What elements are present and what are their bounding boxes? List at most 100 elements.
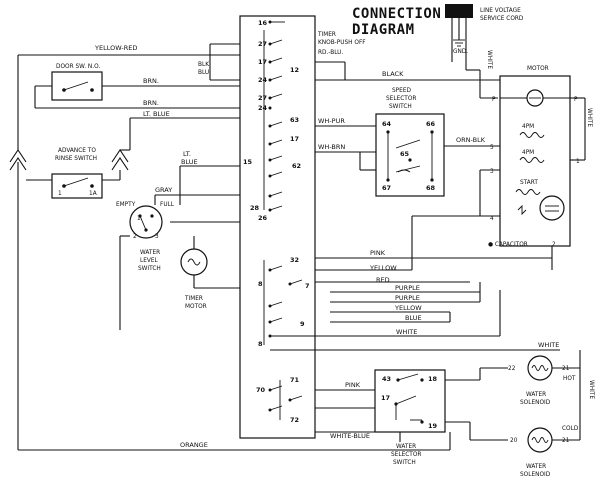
diagram-title-line1: CONNECTION bbox=[352, 6, 441, 22]
wire-yellow-2: YELLOW bbox=[394, 304, 422, 312]
rinse-t1: 1 bbox=[58, 191, 62, 197]
motor-capacitor-label: ● CAPACITOR bbox=[488, 242, 528, 248]
timer-box bbox=[239, 15, 316, 439]
motor-p1: P bbox=[492, 97, 496, 103]
wire-gray: GRAY bbox=[155, 186, 172, 194]
svg-text:9: 9 bbox=[300, 320, 305, 328]
motor-p2: P bbox=[574, 97, 578, 103]
cord-white-label: WHITE bbox=[486, 50, 492, 69]
water-level-t1: 1 bbox=[137, 216, 141, 222]
motor-label: MOTOR bbox=[527, 66, 549, 72]
hot-t22: 22 bbox=[508, 366, 516, 372]
cold-label: COLD bbox=[562, 426, 579, 432]
timer-motor-label1: TIMER bbox=[184, 296, 203, 302]
speed-t65: 65 bbox=[400, 150, 410, 158]
svg-text:27: 27 bbox=[258, 94, 267, 102]
speed-t66: 66 bbox=[426, 120, 436, 128]
wire-wh-pur: WH-PUR bbox=[318, 117, 345, 125]
gnd-label: GND. bbox=[453, 49, 468, 55]
line-cord-label2: SERVICE CORD bbox=[480, 16, 524, 22]
water-level-empty: EMPTY bbox=[116, 202, 136, 208]
water-switch-label1: WATER bbox=[396, 444, 416, 450]
wire-wh-brn: WH-BRN bbox=[318, 143, 345, 151]
wire-yellow-red: YELLOW-RED bbox=[94, 44, 137, 52]
motor-white-label: WHITE bbox=[586, 108, 592, 127]
water-t17: 17 bbox=[381, 394, 390, 402]
wire-red: RED bbox=[376, 276, 390, 284]
motor-t1: 1 bbox=[576, 159, 580, 165]
timer-knob-label: KNOB-PUSH OFF bbox=[318, 40, 366, 46]
svg-text:24: 24 bbox=[258, 104, 268, 112]
wire-blk: BLK. bbox=[198, 62, 211, 68]
wire-brn-1: BRN. bbox=[143, 77, 159, 85]
motor-t5: 5 bbox=[490, 145, 494, 151]
wire-orange: ORANGE bbox=[180, 441, 208, 449]
svg-text:72: 72 bbox=[290, 416, 299, 424]
svg-text:70: 70 bbox=[256, 386, 266, 394]
motor-t4: 4 bbox=[490, 216, 494, 222]
hot-solenoid-label2: SOLENOID bbox=[520, 400, 551, 406]
svg-text:63: 63 bbox=[290, 116, 299, 124]
wire-white-2: WHITE bbox=[538, 341, 559, 349]
rinse-t1a: 1A bbox=[89, 191, 97, 197]
speed-t68: 68 bbox=[426, 184, 436, 192]
water-level-label1: WATER bbox=[140, 250, 160, 256]
motor-t2: 2 bbox=[552, 242, 556, 248]
svg-text:27: 27 bbox=[258, 40, 267, 48]
water-level-t3: 3 bbox=[155, 234, 159, 240]
speed-switch-label2: SELECTOR bbox=[386, 96, 416, 102]
speed-switch-label1: SPEED bbox=[392, 88, 412, 94]
wire-pink-2: PINK bbox=[345, 381, 361, 389]
water-level-switch bbox=[129, 205, 163, 239]
motor-t3: 3 bbox=[490, 169, 494, 175]
water-level-t2: 2 bbox=[133, 234, 137, 240]
speed-t64: 64 bbox=[382, 120, 392, 128]
motor-start: START bbox=[520, 180, 538, 186]
svg-text:26: 26 bbox=[258, 214, 268, 222]
wire-purple-1: PURPLE bbox=[395, 284, 420, 292]
timer-motor-label2: MOTOR bbox=[185, 304, 207, 310]
water-level-label3: SWITCH bbox=[138, 266, 161, 272]
water-t43: 43 bbox=[382, 375, 391, 383]
wire-white: WHITE bbox=[396, 328, 417, 336]
water-level-full: FULL bbox=[160, 202, 175, 208]
motor-4pm-1: 4PM bbox=[522, 124, 534, 130]
speed-selector-switch bbox=[375, 113, 445, 197]
svg-text:17: 17 bbox=[258, 58, 267, 66]
diagram-title-line2: DIAGRAM bbox=[352, 22, 415, 38]
motor-4pm-2: 4PM bbox=[522, 150, 534, 156]
svg-text:8: 8 bbox=[258, 280, 263, 288]
svg-text:32: 32 bbox=[290, 256, 299, 264]
water-switch-label2: SELECTOR bbox=[391, 452, 421, 458]
wire-brn-2: BRN. bbox=[143, 99, 159, 107]
wire-white-blue: WHITE-BLUE bbox=[330, 432, 370, 440]
water-level-label2: LEVEL bbox=[140, 258, 159, 264]
water-switch-label3: SWITCH bbox=[393, 460, 416, 466]
hot-label: HOT bbox=[563, 376, 576, 382]
wire-rd-blu: RD.-BLU. bbox=[318, 50, 343, 56]
wire-blu: BLU. bbox=[198, 70, 211, 76]
speed-t67: 67 bbox=[382, 184, 391, 192]
timer-motor bbox=[180, 248, 208, 276]
line-cord-label1: LINE VOLTAGE bbox=[480, 8, 521, 14]
cold-solenoid-label1: WATER bbox=[526, 464, 546, 470]
cold-t21: 21 bbox=[562, 438, 570, 444]
svg-text:8: 8 bbox=[258, 340, 263, 348]
cold-solenoid-label2: SOLENOID bbox=[520, 472, 551, 478]
timer-label: TIMER bbox=[317, 32, 336, 38]
door-switch-label: DOOR SW. N.O. bbox=[56, 64, 100, 70]
water-selector-switch bbox=[374, 369, 446, 433]
hot-solenoid-label1: WATER bbox=[526, 392, 546, 398]
wire-yellow: YELLOW bbox=[369, 264, 397, 272]
svg-text:62: 62 bbox=[292, 162, 301, 170]
wire-lt-blue2a: LT. bbox=[183, 150, 191, 158]
water-t18: 18 bbox=[428, 375, 438, 383]
timer-contacts: 16 27 17 24 12 27 24 63 17 62 15 28 26 3… bbox=[243, 19, 310, 424]
water-t19: 19 bbox=[428, 422, 438, 430]
svg-text:28: 28 bbox=[250, 204, 260, 212]
svg-text:7: 7 bbox=[305, 282, 310, 290]
solenoid-white-label: WHITE bbox=[588, 380, 594, 399]
line-cord-plug bbox=[445, 4, 473, 47]
wire-purple-2: PURPLE bbox=[395, 294, 420, 302]
